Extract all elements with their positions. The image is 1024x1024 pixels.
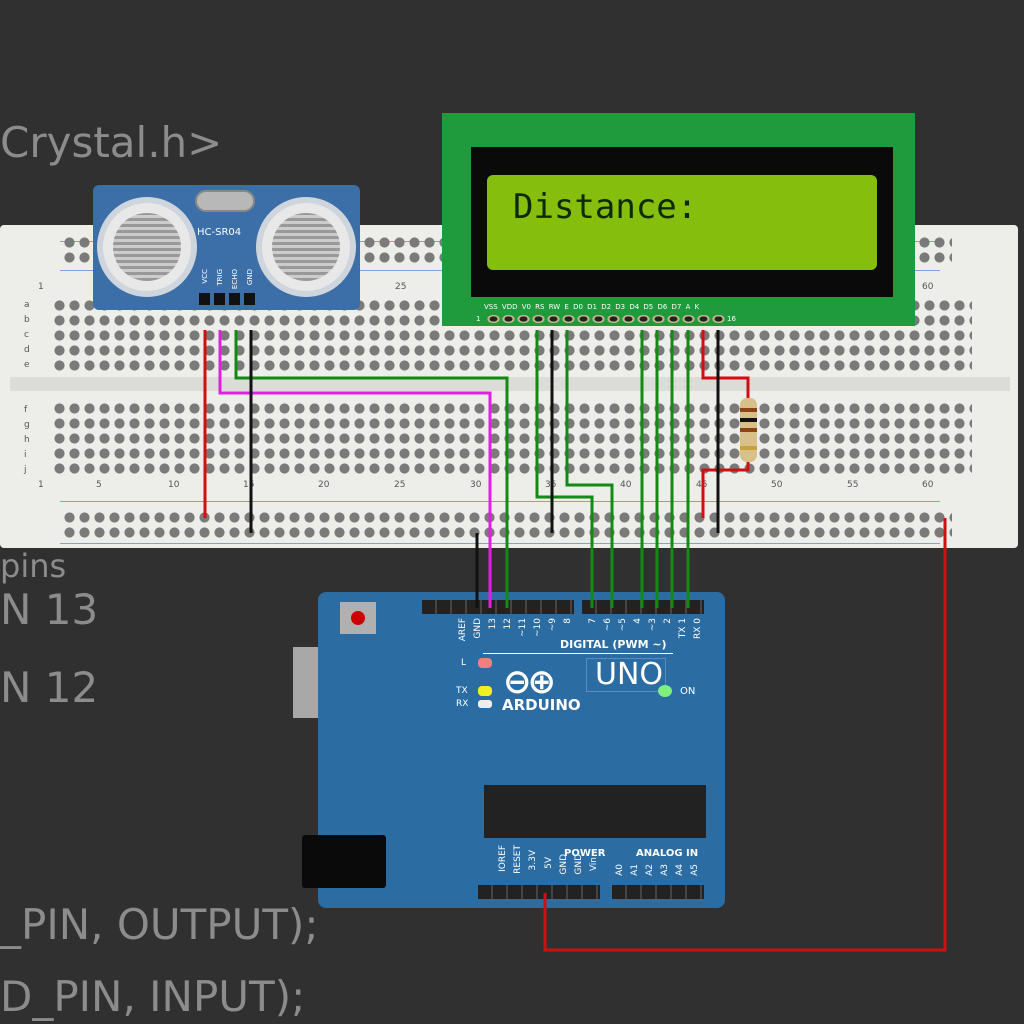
col-label: 45 (696, 480, 708, 490)
transducer-icon (256, 197, 356, 297)
pin-label: ~9 (548, 618, 558, 632)
col-label: 1 (38, 282, 44, 292)
col-label: 15 (243, 480, 255, 490)
col-label: 10 (168, 480, 180, 490)
pin-label: VCC (201, 269, 209, 284)
pin-label: A2 (645, 864, 655, 876)
ultrasonic-sensor[interactable]: HC-SR04 VCC TRIG ECHO GND (93, 185, 360, 310)
pin-label: ~11 (518, 618, 528, 637)
lcd-pin-last: 16 (727, 315, 736, 323)
col-label: 5 (96, 480, 102, 490)
pin-label: Vin (589, 857, 599, 872)
pin-label: RX 0 (693, 618, 703, 640)
pin-label: 5V (544, 857, 554, 869)
pin-label: GND (574, 854, 584, 875)
col-label: 25 (394, 480, 406, 490)
col-label: 60 (922, 282, 934, 292)
power-jack (302, 835, 386, 888)
digital-header-right (582, 600, 704, 614)
code-line: pins (0, 547, 67, 585)
analog-header (612, 885, 704, 899)
led-on-label: ON (680, 686, 696, 697)
pin-label: AREF (458, 618, 468, 642)
microcontroller-chip (484, 785, 706, 838)
col-label: 50 (771, 480, 783, 490)
pin-label: A4 (675, 864, 685, 876)
pin-label: 7 (588, 618, 598, 624)
pin-label: ~3 (648, 618, 658, 632)
pin-label: ECHO (231, 269, 239, 290)
pin-label: ~5 (618, 618, 628, 632)
pin-label: A3 (660, 864, 670, 876)
crystal-icon (195, 190, 255, 212)
pin-label: GND (473, 618, 483, 639)
col-label: 40 (620, 480, 632, 490)
led-rx (478, 700, 492, 708)
col-label: 55 (847, 480, 859, 490)
code-line: N 12 (0, 663, 99, 712)
lcd-pin-labels: VSS VDD V0 RS RW E D0 D1 D2 D3 D4 D5 D6 … (484, 303, 700, 311)
pin-label: 8 (563, 618, 573, 624)
pin-label: A1 (630, 864, 640, 876)
pin-label: IOREF (498, 845, 508, 872)
pin-label: TRIG (216, 269, 224, 286)
brand-label: ARDUINO (502, 696, 581, 714)
pin-label: 12 (503, 618, 513, 630)
lcd-pins (486, 314, 726, 324)
led-rx-label: RX (456, 699, 469, 709)
pin-label: 13 (488, 618, 498, 630)
digital-header-left (422, 600, 574, 614)
pin-label: GND (559, 854, 569, 875)
col-label: 30 (470, 480, 482, 490)
analog-label: ANALOG IN (636, 848, 699, 859)
led-tx (478, 686, 492, 696)
digital-label: DIGITAL (PWM ~) (560, 638, 667, 651)
sensor-header (199, 293, 259, 305)
pin-label: 4 (633, 618, 643, 624)
power-label: POWER (564, 848, 606, 859)
led-on (658, 685, 672, 697)
transducer-icon (97, 197, 197, 297)
col-label: 25 (395, 282, 407, 292)
lcd-display[interactable]: Distance: VSS VDD V0 RS RW E D0 D1 D2 D3… (442, 113, 915, 326)
led-tx-label: TX (456, 686, 468, 696)
pin-label: GND (246, 269, 254, 286)
code-line: Crystal.h> (0, 118, 223, 167)
pin-label: A5 (690, 864, 700, 876)
sensor-model: HC-SR04 (197, 227, 242, 238)
led-l-label: L (461, 658, 467, 668)
pin-label: ~10 (533, 618, 543, 637)
pin-label: ~6 (603, 618, 613, 632)
col-label: 60 (922, 480, 934, 490)
code-line: D_PIN, INPUT); (0, 972, 306, 1021)
code-line: N 13 (0, 585, 99, 634)
pin-label: RESET (513, 845, 523, 874)
pin-label: A0 (615, 864, 625, 876)
pin-label: 2 (663, 618, 673, 624)
col-label: 1 (38, 480, 44, 490)
col-label: 20 (318, 480, 330, 490)
pin-label: TX 1 (678, 618, 688, 639)
power-header (478, 885, 600, 899)
col-label: 35 (545, 480, 557, 490)
model-label: UNO (586, 658, 666, 692)
led-l (478, 658, 492, 668)
reset-button[interactable] (340, 602, 376, 634)
lcd-screen-text: Distance: (487, 175, 877, 270)
pin-label: 3.3V (528, 850, 538, 871)
code-line: _PIN, OUTPUT); (0, 900, 319, 949)
lcd-pin-first: 1 (476, 315, 481, 323)
